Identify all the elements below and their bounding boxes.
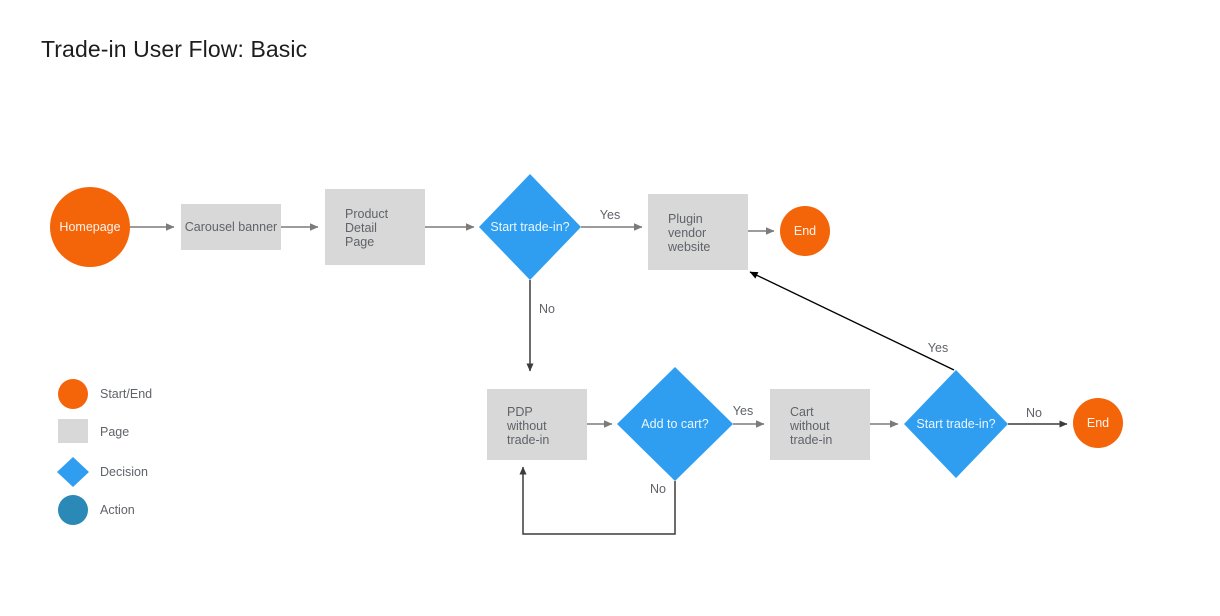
plugin-vendor-website-shape (648, 194, 748, 270)
legend-action-swatch (58, 495, 88, 525)
homepage-label: Homepage (59, 220, 120, 234)
node-homepage[interactable]: Homepage (50, 187, 130, 267)
edge-add-to-cart-yes-to-cart: Yes (733, 404, 765, 428)
node-decision-start-trade-in-bottom[interactable]: Start trade-in? (904, 370, 1008, 478)
edge-label-no-decision-2: No (1026, 406, 1042, 420)
node-end-top[interactable]: End (780, 206, 830, 256)
pdp-without-trade-in-shape (487, 389, 587, 460)
node-end-bottom[interactable]: End (1073, 398, 1123, 448)
cart-without-trade-in-label-line-1: Cart (790, 405, 814, 419)
product-detail-page-label-line-3: Page (345, 235, 374, 249)
legend-decision-label: Decision (100, 465, 148, 479)
homepage-shape (50, 187, 130, 267)
end-bottom-label: End (1087, 416, 1109, 430)
node-cart-without-trade-in[interactable]: Cart without trade-in (770, 389, 870, 460)
edge-label-no-add-to-cart: No (650, 482, 666, 496)
edge-decision-1-no-to-pdp: No (526, 280, 555, 372)
node-decision-add-to-cart[interactable]: Add to cart? (617, 367, 733, 481)
node-carousel-banner[interactable]: Carousel banner (181, 204, 281, 250)
node-plugin-vendor-website[interactable]: Plugin vendor website (648, 194, 748, 270)
cart-without-trade-in-shape (770, 389, 870, 460)
cart-without-trade-in-label-line-3: trade-in (790, 433, 832, 447)
edge-label-no-decision-1: No (539, 302, 555, 316)
legend-page-label: Page (100, 425, 129, 439)
legend-decision-swatch (57, 457, 89, 487)
edge-label-yes-decision-2: Yes (928, 341, 948, 355)
legend-start-end-swatch (58, 379, 88, 409)
legend-item-action: Action (58, 495, 135, 525)
legend-item-page: Page (58, 419, 129, 443)
cart-without-trade-in-label-line-2: without (789, 419, 830, 433)
decision-start-trade-in-bottom-label: Start trade-in? (916, 417, 995, 431)
product-detail-page-label-line-1: Product (345, 207, 389, 221)
node-pdp-without-trade-in[interactable]: PDP without trade-in (487, 389, 587, 460)
node-product-detail-page[interactable]: Product Detail Page (325, 189, 425, 265)
plugin-vendor-website-label-line-1: Plugin (668, 212, 703, 226)
edge-decision-1-yes-to-plugin-vendor: Yes (581, 208, 643, 231)
legend-action-label: Action (100, 503, 135, 517)
legend-start-end-label: Start/End (100, 387, 152, 401)
pdp-without-trade-in-label-line-1: PDP (507, 405, 533, 419)
edge-decision-2-yes-to-plugin-vendor: Yes (749, 271, 955, 371)
product-detail-page-label-line-2: Detail (345, 221, 377, 235)
carousel-banner-shape (181, 204, 281, 250)
legend-item-start-end: Start/End (58, 379, 152, 409)
edge-add-to-cart-no-loop-to-pdp: No (519, 466, 676, 535)
edge-decision-2-no-to-end: No (1008, 406, 1068, 428)
legend: Start/End Page Decision Action (57, 379, 152, 525)
decision-add-to-cart-label: Add to cart? (641, 417, 708, 431)
pdp-without-trade-in-label-line-3: trade-in (507, 433, 549, 447)
product-detail-page-shape (325, 189, 425, 265)
nodes-layer: Homepage Carousel banner Product Detail … (50, 174, 1123, 481)
legend-page-swatch (58, 419, 88, 443)
end-top-label: End (794, 224, 816, 238)
pdp-without-trade-in-label-line-2: without (506, 419, 547, 433)
decision-start-trade-in-bottom-shape (904, 370, 1008, 478)
carousel-banner-label: Carousel banner (185, 220, 277, 234)
edge-label-yes-decision-1: Yes (600, 208, 620, 222)
legend-item-decision: Decision (57, 457, 148, 487)
edge-label-yes-add-to-cart: Yes (733, 404, 753, 418)
plugin-vendor-website-label-line-2: vendor (668, 226, 706, 240)
end-top-shape (780, 206, 830, 256)
decision-start-trade-in-top-shape (479, 174, 581, 280)
edges-layer: Yes No Yes No Y (130, 208, 1068, 535)
end-bottom-shape (1073, 398, 1123, 448)
decision-add-to-cart-shape (617, 367, 733, 481)
page-title: Trade-in User Flow: Basic (41, 36, 308, 62)
node-decision-start-trade-in-top[interactable]: Start trade-in? (479, 174, 581, 280)
decision-start-trade-in-top-label: Start trade-in? (490, 220, 569, 234)
plugin-vendor-website-label-line-3: website (667, 240, 710, 254)
